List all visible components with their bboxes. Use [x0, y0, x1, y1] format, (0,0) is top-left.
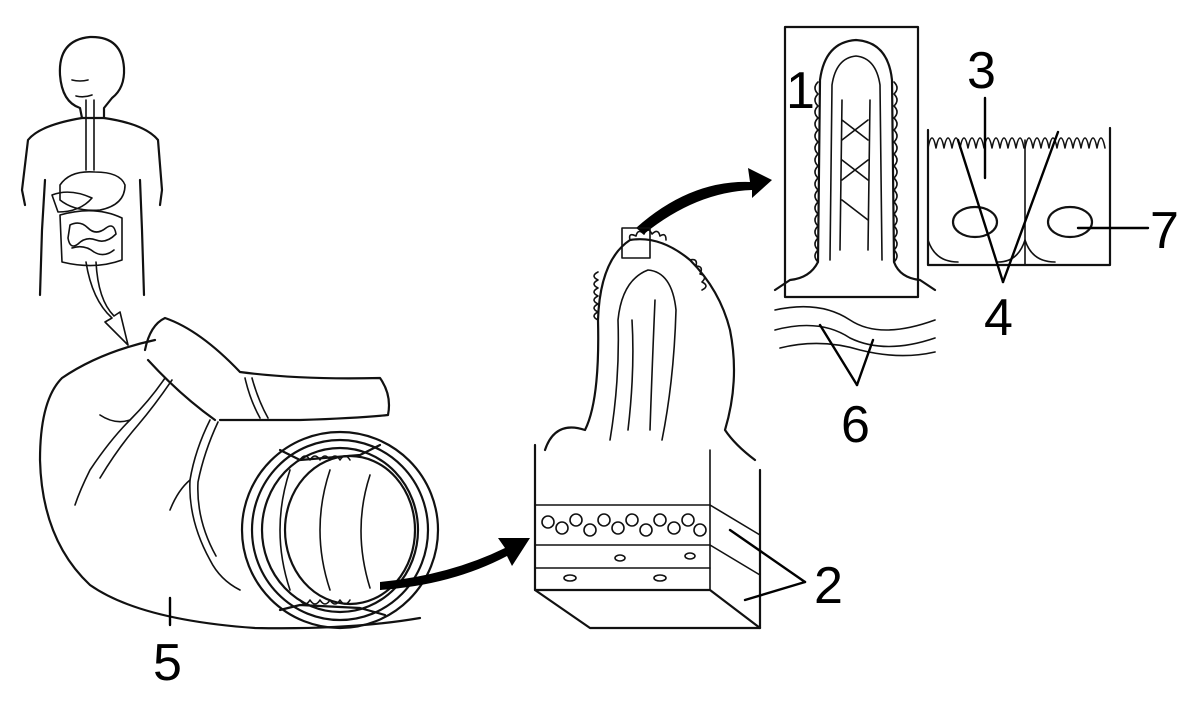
label-5: 5: [153, 634, 182, 692]
label-3: 3: [967, 42, 996, 100]
label-4: 4: [984, 289, 1013, 347]
label-2: 2: [814, 557, 843, 615]
label-6: 6: [841, 396, 870, 454]
epithelial-cells-detail: [926, 96, 1150, 284]
intestinal-wall-block: [533, 168, 807, 630]
label-7: 7: [1150, 202, 1179, 260]
human-torso-figure: [20, 35, 164, 346]
label-1: 1: [786, 62, 815, 120]
villus-detail: [773, 25, 937, 387]
intestine-cross-section: [38, 316, 530, 630]
